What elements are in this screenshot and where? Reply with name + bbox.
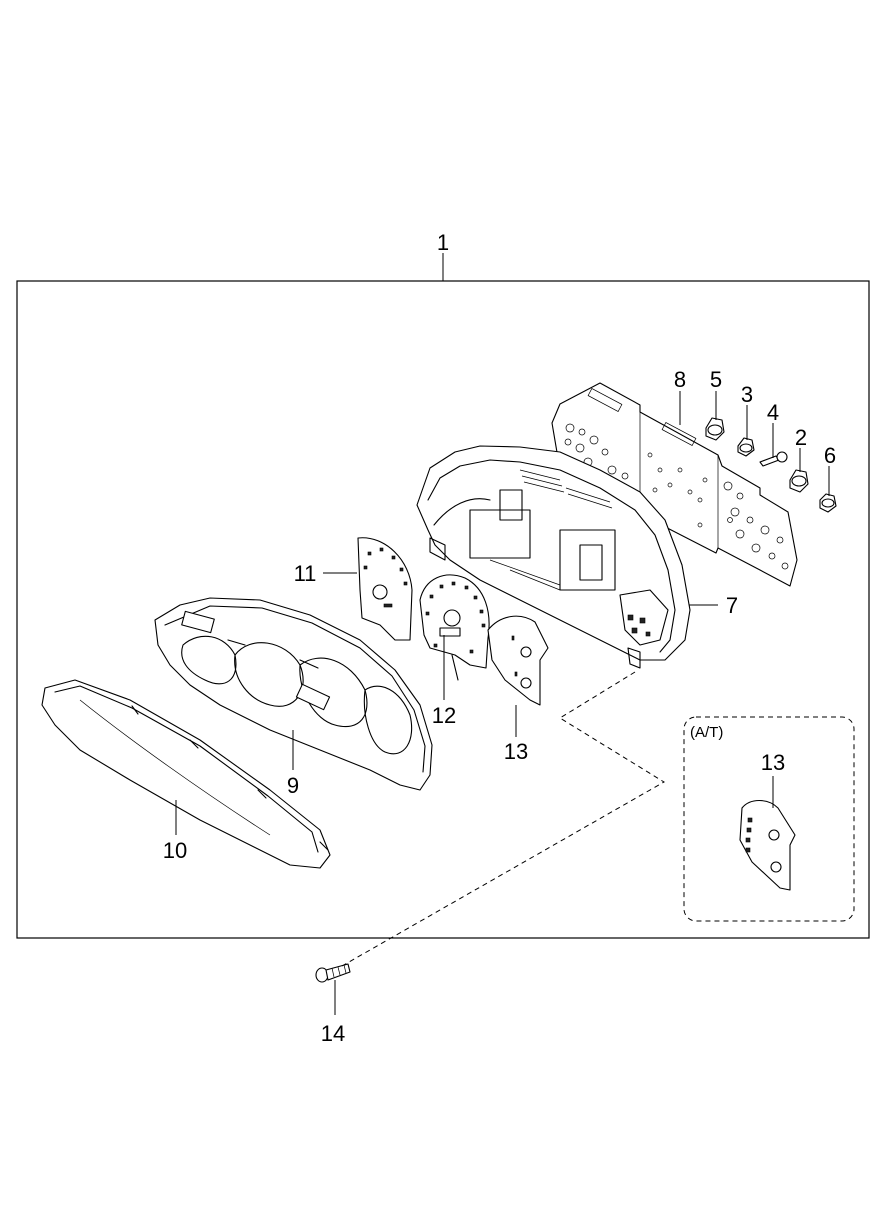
callout-3: 3 xyxy=(741,382,753,407)
part-12-speedometer-dial xyxy=(419,574,490,681)
part-14-screw xyxy=(315,963,351,983)
leader-lines xyxy=(175,253,830,1015)
part-2-bulb-socket xyxy=(789,469,809,493)
part-11-tachometer-dial xyxy=(357,537,413,641)
part-6-bulb-socket xyxy=(819,493,837,513)
callout-8: 8 xyxy=(674,367,686,392)
callout-13-at: 13 xyxy=(761,750,785,775)
part-13-fuel-temp-dial xyxy=(487,615,549,706)
part-10-lens xyxy=(41,679,331,869)
callout-14: 14 xyxy=(321,1021,345,1046)
callout-1: 1 xyxy=(437,230,449,255)
callout-11: 11 xyxy=(294,561,317,586)
callout-13: 13 xyxy=(504,739,528,764)
callout-7: 7 xyxy=(726,593,738,618)
callout-12: 12 xyxy=(432,703,456,728)
callout-numbers: 1 8 5 3 4 2 6 7 11 12 13 9 10 13 14 xyxy=(163,230,836,1046)
part-3-bulb-socket xyxy=(737,437,755,457)
part-5-bulb-socket xyxy=(705,417,725,441)
at-inset-box xyxy=(683,716,855,922)
callout-10: 10 xyxy=(163,838,187,863)
part-7-cluster-housing xyxy=(416,445,691,669)
callout-9: 9 xyxy=(287,773,299,798)
at-inset-label: (A/T) xyxy=(690,724,723,741)
callout-2: 2 xyxy=(795,425,807,450)
callout-6: 6 xyxy=(824,443,836,468)
part-4-pin xyxy=(759,451,788,467)
callout-5: 5 xyxy=(710,367,722,392)
part-9-cluster-bezel xyxy=(154,597,433,791)
callout-4: 4 xyxy=(767,400,779,425)
part-13-at-dial xyxy=(739,799,796,891)
